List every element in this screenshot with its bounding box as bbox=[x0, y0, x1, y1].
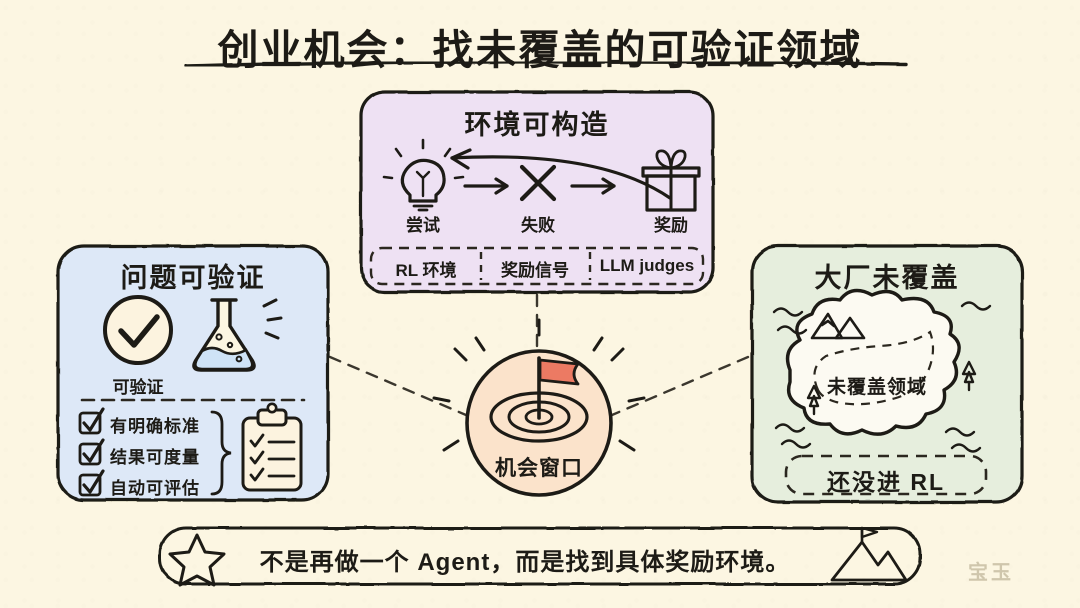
verify-icon-label: 可验证 bbox=[112, 378, 164, 397]
tag-rl-env: RL 环境 bbox=[395, 261, 457, 280]
flow-label-fail: 失败 bbox=[521, 216, 555, 235]
flow-label-try: 尝试 bbox=[406, 216, 440, 235]
island-icon bbox=[772, 288, 992, 453]
right-box-footer-tag: 还没进 RL bbox=[826, 469, 946, 495]
feedback-arrow bbox=[450, 148, 672, 200]
connector-left bbox=[328, 355, 468, 417]
tag-llm-judges: LLM judges bbox=[599, 256, 695, 275]
star-icon bbox=[168, 533, 226, 587]
right-box-title: 大厂未覆盖 bbox=[814, 263, 960, 293]
title-underline bbox=[184, 60, 908, 68]
banner-text: 不是再做一个 Agent，而是找到具体奖励环境。 bbox=[259, 549, 791, 576]
flow-label-reward: 奖励 bbox=[654, 216, 688, 235]
check-circle-icon bbox=[103, 295, 173, 365]
left-box-title: 问题可验证 bbox=[120, 263, 266, 293]
gift-icon bbox=[641, 149, 701, 212]
tag-reward-signal: 奖励信号 bbox=[501, 261, 569, 280]
clipboard-icon bbox=[241, 402, 303, 492]
right-box-tag-frame bbox=[784, 454, 988, 496]
checklist-item-1: 有明确标准 bbox=[110, 417, 200, 436]
watermark: 宝玉 bbox=[968, 562, 1014, 584]
island-label: 未覆盖领域 bbox=[826, 377, 928, 398]
flask-icon bbox=[192, 298, 283, 372]
wave-icon bbox=[772, 301, 992, 453]
connector-right bbox=[610, 355, 750, 417]
top-box-title: 环境可构造 bbox=[464, 110, 610, 140]
tree-icon bbox=[806, 360, 977, 416]
tag-strip-frame bbox=[369, 246, 705, 286]
arrow-right-2 bbox=[570, 177, 616, 195]
page-title: 创业机会：找未覆盖的可验证领域 bbox=[217, 27, 863, 73]
arrow-right-1 bbox=[463, 177, 509, 195]
flag-icon bbox=[537, 356, 580, 420]
banner-frame bbox=[158, 526, 922, 586]
connector-lines bbox=[328, 293, 750, 417]
mountain-flag-icon bbox=[830, 526, 908, 582]
center-node-label: 机会窗口 bbox=[495, 457, 583, 480]
checkbox-icons bbox=[78, 407, 105, 497]
checklist-item-3: 自动可评估 bbox=[110, 479, 200, 498]
cross-icon bbox=[519, 164, 557, 202]
top-box-frame bbox=[359, 90, 715, 294]
checklist-item-2: 结果可度量 bbox=[110, 448, 200, 467]
lightbulb-icon bbox=[382, 138, 465, 212]
rays-icon bbox=[432, 318, 646, 452]
curly-brace bbox=[210, 410, 232, 496]
